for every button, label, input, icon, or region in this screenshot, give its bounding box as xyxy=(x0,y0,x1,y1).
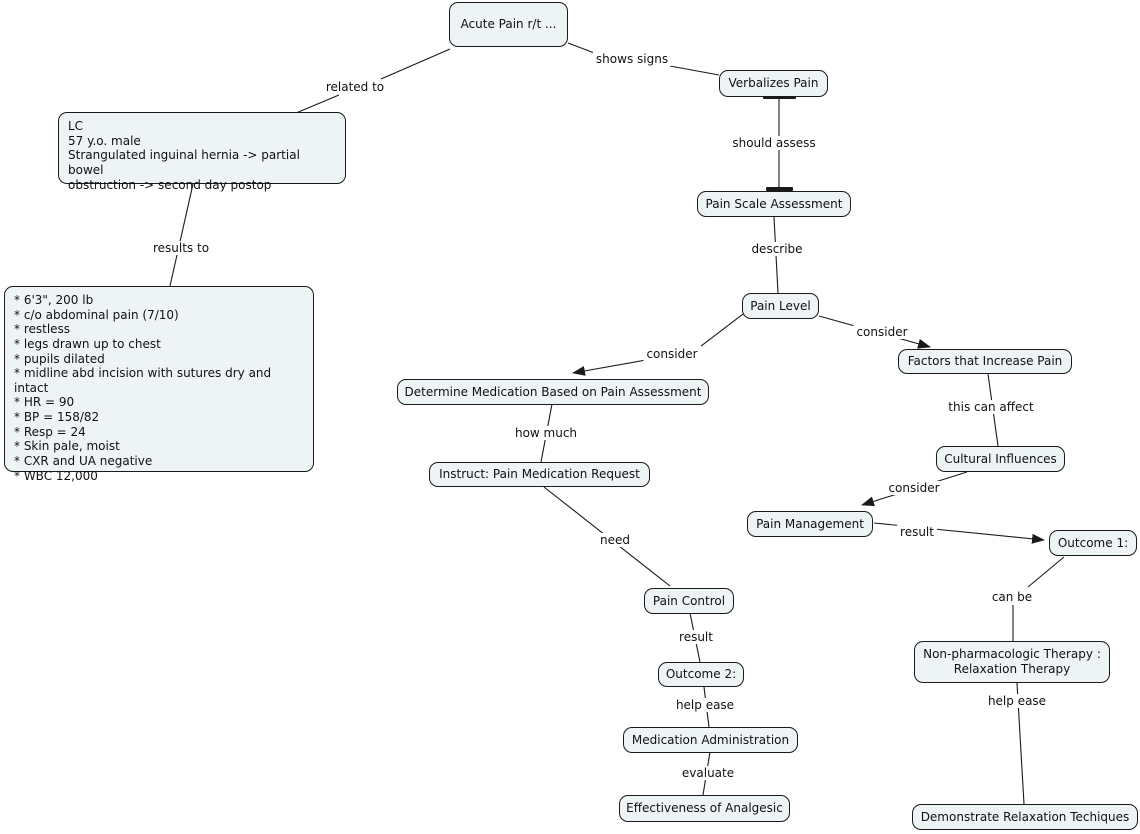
link-label-evaluate[interactable]: evaluate xyxy=(678,766,738,780)
node-acute-pain[interactable]: Acute Pain r/t ... xyxy=(449,2,568,47)
node-effectiveness-analgesic[interactable]: Effectiveness of Analgesic xyxy=(619,795,790,822)
link-label-help-ease-relaxation[interactable]: help ease xyxy=(984,694,1050,708)
edge-patient-to-data xyxy=(169,183,194,287)
node-pain-scale-assessment[interactable]: Pain Scale Assessment xyxy=(697,191,851,217)
link-label-consider-medication[interactable]: consider xyxy=(643,347,701,361)
link-label-describe[interactable]: describe xyxy=(748,242,806,256)
node-patient-info[interactable]: LC 57 y.o. male Strangulated inguinal he… xyxy=(58,112,346,192)
edge-painlevel-to-determine-a xyxy=(700,313,744,347)
node-outcome-1[interactable]: Outcome 1: xyxy=(1049,530,1137,556)
node-verbalizes-pain[interactable]: Verbalizes Pain xyxy=(719,70,828,97)
node-assessment-data[interactable]: * 6'3", 200 lb * c/o abdominal pain (7/1… xyxy=(4,286,314,483)
link-label-shows-signs[interactable]: shows signs xyxy=(592,52,672,66)
node-pain-level[interactable]: Pain Level xyxy=(742,293,819,319)
node-non-pharmacologic-therapy[interactable]: Non-pharmacologic Therapy : Relaxation T… xyxy=(914,641,1110,683)
link-label-result-outcome1[interactable]: result xyxy=(897,525,937,539)
link-label-this-can-affect[interactable]: this can affect xyxy=(945,400,1037,414)
node-pain-management[interactable]: Pain Management xyxy=(747,511,873,537)
edge-acute-to-verbalizes-b xyxy=(669,65,720,76)
link-label-consider-factors[interactable]: consider xyxy=(853,325,911,339)
link-label-need[interactable]: need xyxy=(597,533,633,547)
connector-anchor-bottom xyxy=(766,187,793,191)
link-label-can-be[interactable]: can be xyxy=(988,590,1036,604)
edge-acute-to-patient-b xyxy=(295,94,340,114)
node-determine-medication[interactable]: Determine Medication Based on Pain Asses… xyxy=(397,379,709,405)
node-factors-increase-pain[interactable]: Factors that Increase Pain xyxy=(898,349,1072,374)
link-label-how-much[interactable]: how much xyxy=(511,426,581,440)
link-label-help-ease-medication[interactable]: help ease xyxy=(672,698,738,712)
edge-painlevel-to-determine-b xyxy=(572,359,647,376)
edge-outcome1-to-nonpharm-a xyxy=(1027,556,1065,588)
link-label-related-to[interactable]: related to xyxy=(322,80,388,94)
link-label-results-to[interactable]: results to xyxy=(149,241,213,255)
node-demonstrate-relaxation[interactable]: Demonstrate Relaxation Techiques xyxy=(912,804,1138,830)
node-medication-administration[interactable]: Medication Administration xyxy=(623,727,798,753)
node-pain-control[interactable]: Pain Control xyxy=(644,588,734,614)
edge-acute-to-patient-a xyxy=(380,48,451,80)
node-outcome-2[interactable]: Outcome 2: xyxy=(658,662,744,687)
edge-acute-to-verbalizes-a xyxy=(567,42,598,55)
link-label-result-outcome2[interactable]: result xyxy=(676,630,716,644)
node-instruct-request[interactable]: Instruct: Pain Medication Request xyxy=(429,462,650,487)
link-label-should-assess[interactable]: should assess xyxy=(729,136,819,150)
node-cultural-influences[interactable]: Cultural Influences xyxy=(936,446,1065,472)
link-label-consider-management[interactable]: consider xyxy=(885,481,943,495)
